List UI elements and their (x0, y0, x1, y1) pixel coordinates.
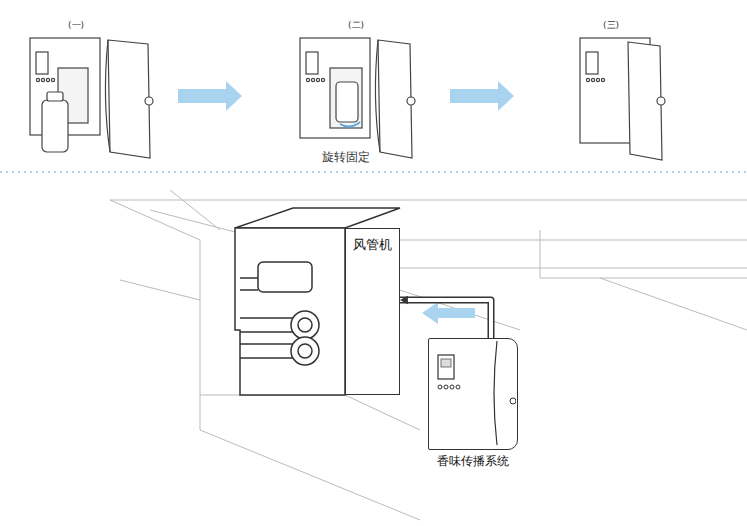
step-number: (三) (603, 20, 619, 31)
step-device (30, 38, 153, 158)
dotted-divider (0, 171, 747, 173)
arrow-head (400, 296, 408, 305)
step-number: (一) (68, 20, 84, 31)
step-arrow (178, 81, 514, 111)
step-device (580, 38, 665, 160)
step-caption: 旋转固定 (322, 150, 370, 164)
ceiling-lines (110, 190, 747, 520)
air-handler-face: 风管机 (345, 228, 400, 395)
node-label: 香味传播系统 (428, 450, 518, 468)
node-label: 风管机 (346, 229, 399, 253)
air-handler-body (235, 208, 400, 395)
diffuser-panel (429, 339, 516, 448)
step-device (300, 38, 415, 158)
flow-arrow (422, 302, 475, 324)
diffuser-cabinet (428, 338, 518, 450)
step-number: (二) (348, 20, 364, 31)
scent-pipe (400, 296, 491, 338)
scent-diffuser: 香味传播系统 (428, 338, 518, 468)
